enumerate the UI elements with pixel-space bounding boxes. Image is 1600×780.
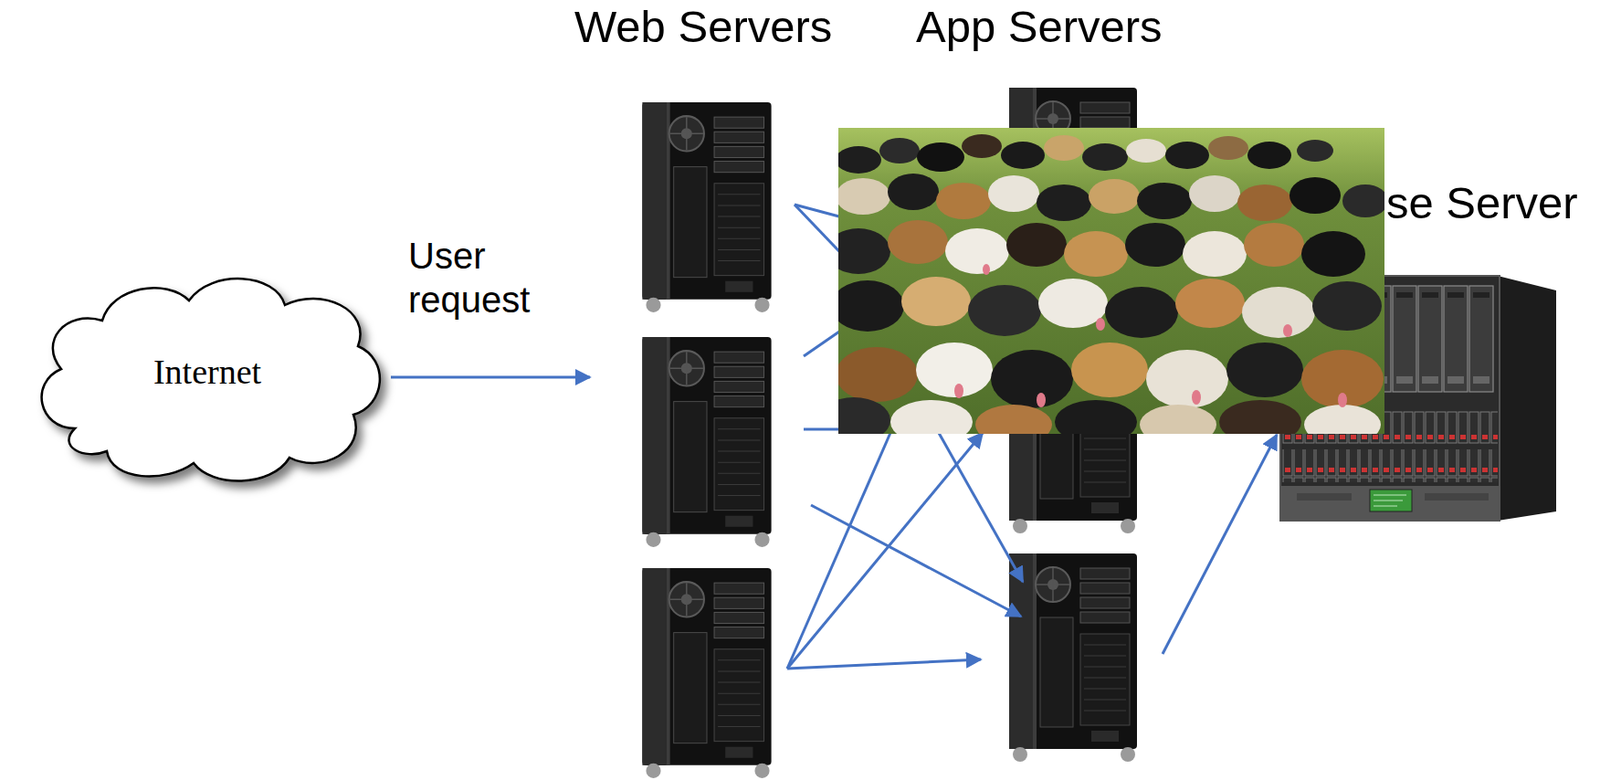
database-server: se Server <box>1278 176 1571 524</box>
database-rack <box>1280 275 1557 521</box>
internet-cloud: Internet <box>20 254 395 491</box>
cloud-shape <box>42 278 380 481</box>
column-heading: App Servers <box>915 0 1163 54</box>
server-heading: se Server <box>1386 176 1579 231</box>
web-server-icons <box>642 102 771 779</box>
column-heading: Web Servers <box>574 0 832 54</box>
dog-crowd <box>838 127 1385 434</box>
arrow-label: User request <box>408 233 569 322</box>
node-label: Internet <box>153 351 262 394</box>
